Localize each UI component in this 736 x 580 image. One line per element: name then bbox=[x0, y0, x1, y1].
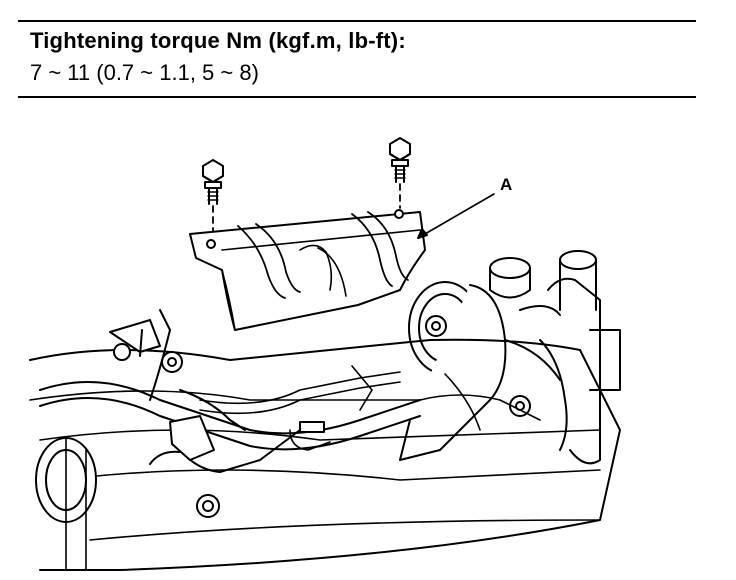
callout-arrowhead bbox=[417, 228, 428, 239]
heat-shield-a bbox=[189, 209, 426, 331]
brake-lines bbox=[199, 365, 541, 451]
top-rule bbox=[18, 20, 696, 22]
mount-bracket bbox=[399, 281, 561, 461]
crossmember-frame bbox=[29, 338, 621, 571]
callout-label-a: A bbox=[500, 175, 512, 194]
bottom-rule bbox=[18, 96, 696, 98]
bolt-left-icon bbox=[202, 159, 224, 243]
torque-spec-title: Tightening torque Nm (kgf.m, lb-ft): bbox=[30, 28, 406, 53]
callout-leader-line bbox=[417, 193, 495, 239]
stabilizer-bar bbox=[35, 309, 421, 571]
heat-shield-installation-diagram: A bbox=[29, 137, 621, 571]
bolt-right-icon bbox=[389, 137, 411, 209]
steering-gear bbox=[489, 250, 621, 465]
left-bracket bbox=[109, 319, 215, 461]
torque-spec-value: 7 ~ 11 (0.7 ~ 1.1, 5 ~ 8) bbox=[30, 60, 259, 85]
